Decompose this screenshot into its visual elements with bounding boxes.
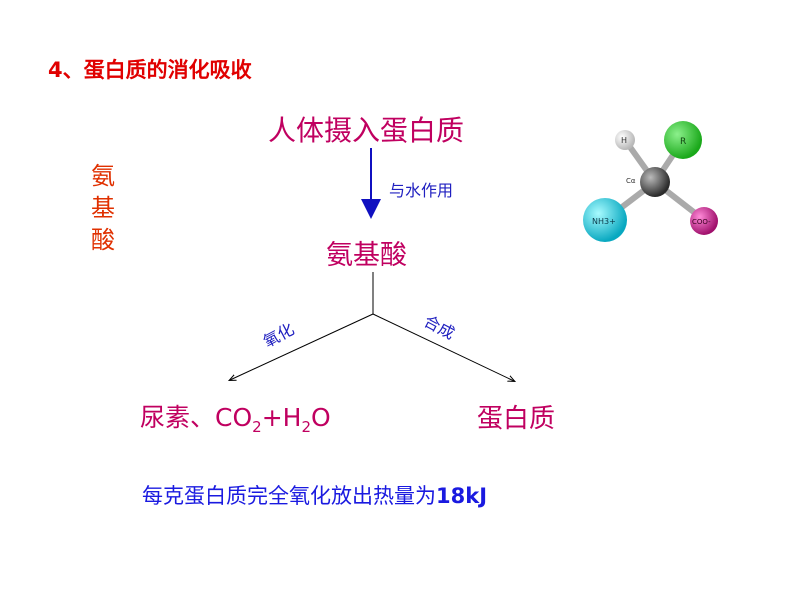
product-suffix: O <box>310 403 331 432</box>
energy-statement: 每克蛋白质完全氧化放出热量为18kJ <box>142 480 487 510</box>
label-c: Cα <box>626 177 636 185</box>
label-r: R <box>680 137 686 147</box>
co2-subscript: 2 <box>252 418 262 436</box>
section-title: 4、蛋白质的消化吸收 <box>48 58 252 82</box>
amino-acid-molecule: H R Cα NH3+ COO- <box>583 121 718 242</box>
energy-text: 每克蛋白质完全氧化放出热量为 <box>142 484 436 508</box>
oxidation-products-node: 尿素、CO2+H2O <box>140 398 331 436</box>
vertical-label: 氨 基 酸 <box>88 160 118 256</box>
amino-group-atom <box>583 198 627 242</box>
vertical-label-char-2: 基 <box>91 194 115 222</box>
branch-right-arrow <box>372 313 514 381</box>
r-group-atom <box>664 121 702 159</box>
ingested-protein-node: 人体摄入蛋白质 <box>268 114 465 147</box>
label-nh3: NH3+ <box>592 217 616 226</box>
vertical-label-char-3: 酸 <box>91 226 115 254</box>
hydrogen-atom <box>615 130 635 150</box>
energy-value: 18kJ <box>436 484 488 508</box>
branch-left-arrow <box>230 313 374 380</box>
hydrolysis-label: 与水作用 <box>389 181 454 200</box>
product-mid: +H <box>261 403 302 432</box>
carboxyl-group-atom <box>690 207 718 235</box>
alpha-carbon-atom <box>640 167 670 197</box>
synthesized-protein-node: 蛋白质 <box>477 404 556 434</box>
product-prefix: 尿素、CO <box>140 403 253 432</box>
label-h: H <box>621 136 627 145</box>
label-coo: COO- <box>692 218 711 226</box>
vertical-label-char-1: 氨 <box>91 162 115 190</box>
h2o-subscript: 2 <box>301 418 311 436</box>
amino-acid-node: 氨基酸 <box>326 240 407 271</box>
